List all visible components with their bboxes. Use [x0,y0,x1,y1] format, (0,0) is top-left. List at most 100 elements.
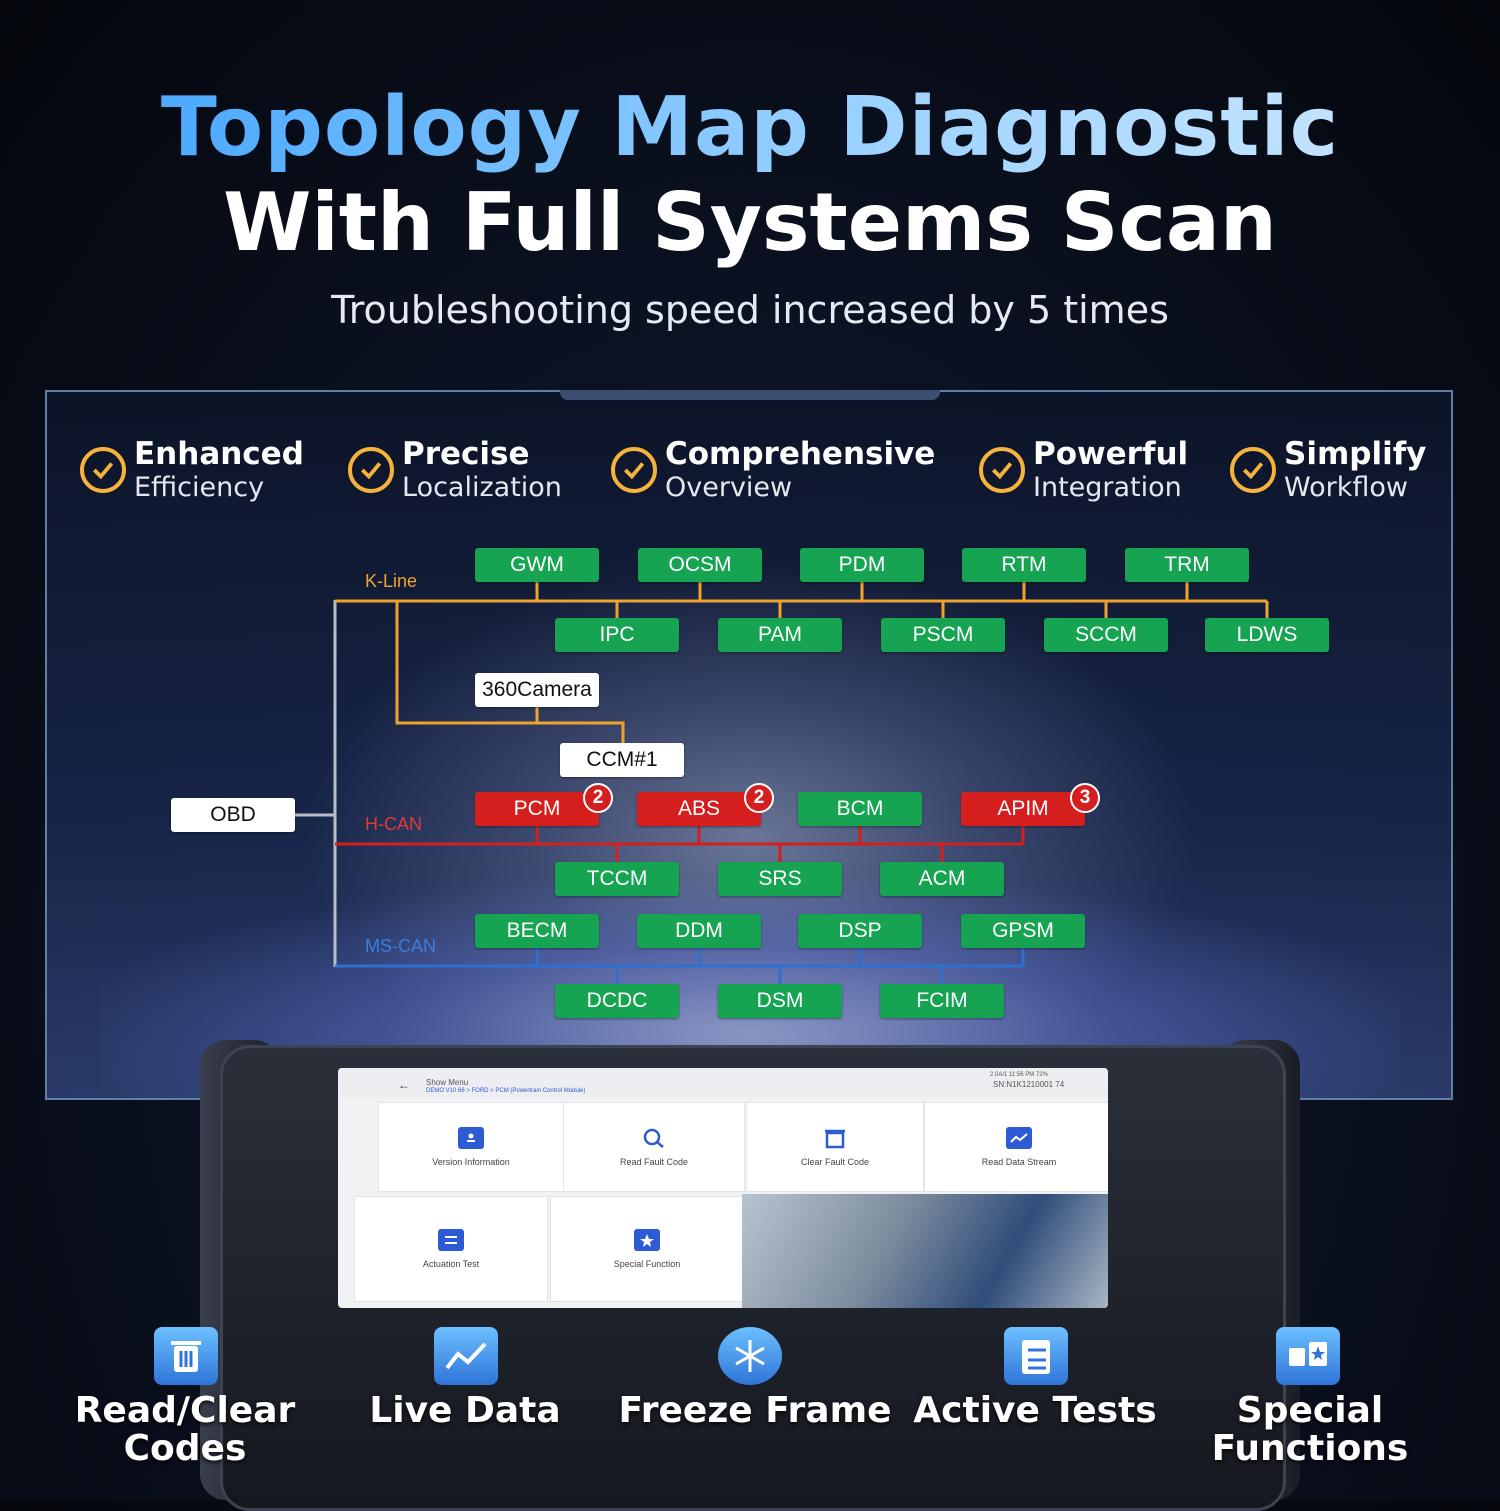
screen-header [338,1068,1108,1098]
mscan-label: MS-CAN [365,936,436,956]
obd-connector[interactable]: OBD [171,798,295,832]
check-icon [348,447,394,493]
live-data-icon [434,1327,498,1385]
module-pcm[interactable]: PCM [475,792,599,826]
module-pscm[interactable]: PSCM [881,618,1005,652]
menu-title: Show Menu [426,1078,469,1087]
feature-sub: Integration [1033,472,1182,504]
data-stream-icon [1006,1127,1032,1149]
feature-active-tests: Active Tests [905,1392,1165,1430]
fault-count-badge: 3 [1070,783,1100,813]
tile-special-function[interactable]: Special Function [550,1196,744,1302]
feature-freeze-frame: Freeze Frame [610,1392,900,1430]
clipboard-test-icon [1004,1327,1068,1385]
module-dsm[interactable]: DSM [718,984,842,1018]
feature-label: Live Data [369,1390,561,1431]
module-tccm[interactable]: TCCM [555,862,679,896]
kline-label: K-Line [365,571,418,591]
tile-label: Actuation Test [422,1259,480,1269]
module-dcdc[interactable]: DCDC [555,984,679,1018]
module-bcm[interactable]: BCM [798,792,922,826]
tile-label: Read Fault Code [619,1157,689,1167]
module-ldws[interactable]: LDWS [1205,618,1329,652]
breadcrumb: DEMO V10.66 > FORD > PCM (Powertrain Con… [426,1088,586,1094]
status-bar: 2.0A/1 11:56 PM 72% [990,1072,1048,1078]
check-icon [1230,447,1276,493]
fault-count-badge: 2 [583,783,613,813]
feature-title: Powerful [1033,435,1189,472]
technician-photo [742,1194,1108,1308]
feature-special-functions: Special Functions [1180,1392,1440,1468]
module-trm[interactable]: TRM [1125,548,1249,582]
module-apim[interactable]: APIM [961,792,1085,826]
search-code-icon [641,1127,667,1149]
feature-sub: Efficiency [134,472,265,504]
module-360camera[interactable]: 360Camera [475,673,599,707]
feature-read-clear-codes: Read/Clear Codes [55,1392,315,1468]
check-icon [80,447,126,493]
feature-title: Enhanced [134,435,304,472]
tile-version-information[interactable]: Version Information [378,1102,564,1192]
feature-title: Comprehensive [665,435,936,472]
feature-sub: Overview [665,472,793,504]
fault-count-badge: 2 [744,783,774,813]
snowflake-icon [718,1327,782,1385]
module-pdm[interactable]: PDM [800,548,924,582]
feature-live-data: Live Data [340,1392,590,1430]
feature-label: Freeze Frame [618,1390,892,1431]
hcan-label: H-CAN [365,814,422,834]
module-ddm[interactable]: DDM [637,914,761,948]
panel-top-accent [560,390,940,400]
module-ipc[interactable]: IPC [555,618,679,652]
headline-subtitle: With Full Systems Scan [223,176,1277,269]
module-sccm[interactable]: SCCM [1044,618,1168,652]
module-ocsm[interactable]: OCSM [638,548,762,582]
module-dsp[interactable]: DSP [798,914,922,948]
module-pam[interactable]: PAM [718,618,842,652]
tile-clear-fault-code[interactable]: Clear Fault Code [746,1102,924,1192]
tile-read-fault-code[interactable]: Read Fault Code [563,1102,745,1192]
module-gwm[interactable]: GWM [475,548,599,582]
module-abs[interactable]: ABS [637,792,761,826]
trash-icon [154,1327,218,1385]
back-arrow-icon[interactable]: ← [398,1078,410,1092]
feature-sub: Workflow [1284,472,1408,504]
tile-label: Special Function [613,1259,681,1269]
serial-number: SN:N1K1210001 74 [993,1080,1065,1089]
feature-label: Functions [1211,1428,1409,1469]
module-becm[interactable]: BECM [475,914,599,948]
module-acm[interactable]: ACM [880,862,1004,896]
feature-label: Read/Clear [74,1390,296,1431]
tablet-screen: ← Show Menu DEMO V10.66 > FORD > PCM (Po… [338,1068,1108,1308]
feature-label: Active Tests [913,1390,1157,1431]
module-fcim[interactable]: FCIM [880,984,1004,1018]
clipboard-test-icon [438,1229,464,1251]
feature-title: Simplify [1284,435,1427,472]
tile-read-data-stream[interactable]: Read Data Stream [924,1102,1108,1192]
feature-label: Codes [123,1428,247,1469]
feature-title: Precise [402,435,530,472]
module-gpsm[interactable]: GPSM [961,914,1085,948]
tagline: Troubleshooting speed increased by 5 tim… [331,288,1169,332]
feature-label: Special [1236,1390,1384,1431]
tile-label: Read Data Stream [981,1157,1057,1167]
module-ccm1[interactable]: CCM#1 [560,743,684,777]
info-card-icon [458,1127,484,1149]
tile-actuation-test[interactable]: Actuation Test [354,1196,548,1302]
headline-title: Topology Map Diagnostic [0,80,1500,175]
check-icon [979,447,1025,493]
trash-icon [822,1127,848,1149]
module-rtm[interactable]: RTM [962,548,1086,582]
special-function-icon [634,1229,660,1251]
feature-sub: Localization [402,472,562,504]
check-icon [611,447,657,493]
tile-label: Clear Fault Code [800,1157,870,1167]
tile-label: Version Information [432,1157,510,1167]
special-function-icon [1276,1327,1340,1385]
module-srs[interactable]: SRS [718,862,842,896]
